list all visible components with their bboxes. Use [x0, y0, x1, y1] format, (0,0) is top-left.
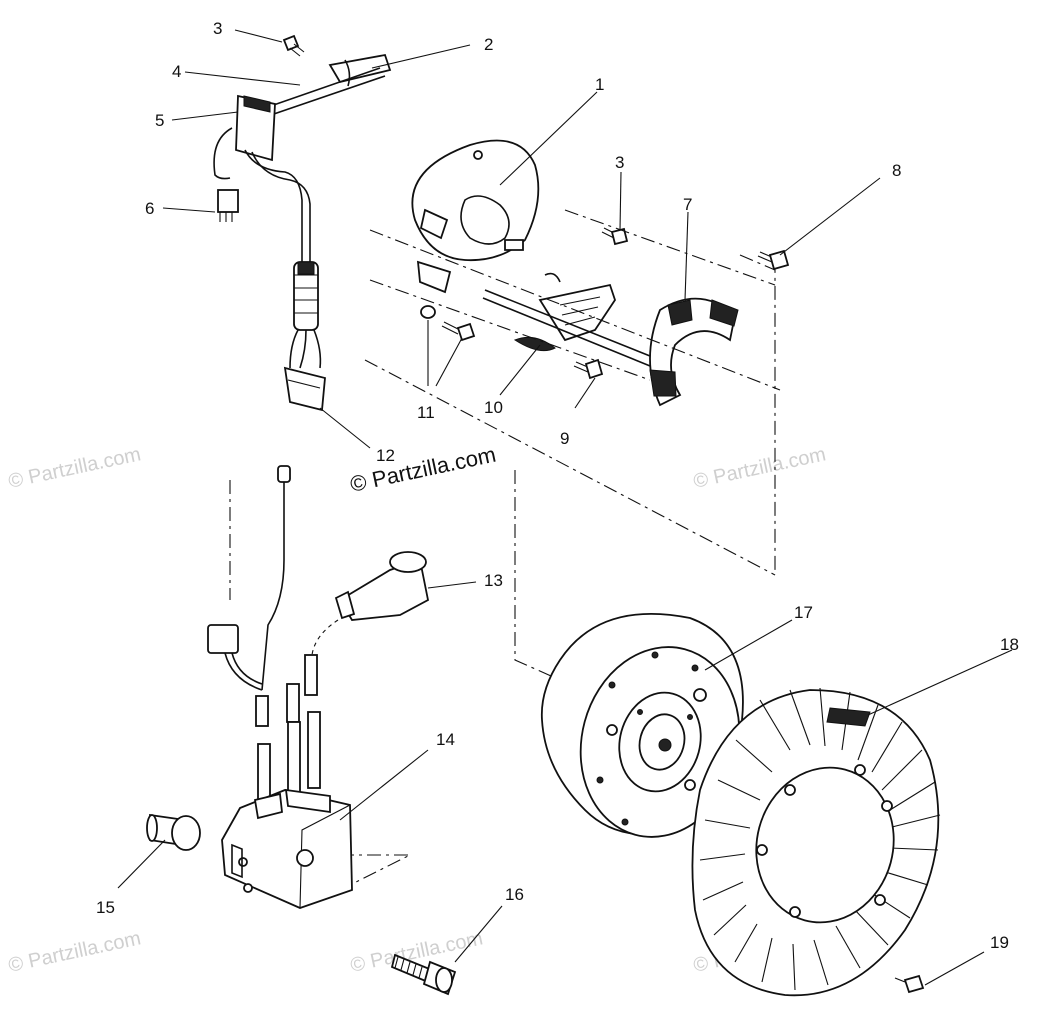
coil-connector: [207, 624, 263, 691]
cable-4: [264, 67, 381, 109]
terminal: [277, 465, 291, 483]
connector-block-12: [283, 329, 326, 412]
bolt-3-top: [282, 34, 305, 57]
screw-8: [757, 249, 790, 271]
cdi-box-14: [221, 788, 353, 909]
coil-10: [538, 283, 616, 342]
callout-17: 17: [794, 603, 813, 622]
watermark-center: © Partzilla.com: [348, 442, 498, 497]
callouts: 3 2 4 5 6 1 3 7 8 9 10 11 12 13 17 18 14…: [96, 19, 1019, 952]
bolt-16: [390, 953, 457, 996]
callout-15: 15: [96, 898, 115, 917]
watermark-bottom-left: © Partzilla.com: [6, 927, 142, 977]
screw-19: [894, 974, 925, 994]
bracket-2: [328, 53, 392, 84]
callout-5: 5: [155, 111, 164, 130]
callout-4: 4: [172, 62, 181, 81]
screw-11: [441, 321, 476, 342]
screw-9: [573, 358, 604, 380]
callout-7: 7: [683, 195, 692, 214]
callout-14: 14: [436, 730, 455, 749]
callout-3-mid: 3: [615, 153, 624, 172]
ht-leads: [255, 654, 321, 807]
callout-18: 18: [1000, 635, 1019, 654]
washer-11: [420, 305, 436, 319]
callout-13: 13: [484, 571, 503, 590]
stator-coil-7: [649, 297, 739, 407]
watermark-right: © Partzilla.com: [691, 443, 827, 493]
callout-19: 19: [990, 933, 1009, 952]
connector-6: [217, 189, 239, 222]
callout-12: 12: [376, 446, 395, 465]
callout-10: 10: [484, 398, 503, 417]
callout-8: 8: [892, 161, 901, 180]
bushing-15: [146, 813, 201, 851]
spark-plug-cap-13: [311, 551, 430, 656]
callout-2: 2: [484, 35, 493, 54]
callout-6: 6: [145, 199, 154, 218]
callout-9: 9: [560, 429, 569, 448]
watermark-left: © Partzilla.com: [6, 443, 142, 493]
wrapped-bundle: [293, 261, 319, 331]
callout-16: 16: [505, 885, 524, 904]
callout-1: 1: [595, 75, 604, 94]
leader-lines: [117, 29, 1013, 986]
stator-assembly: [411, 139, 790, 407]
wiring-harness: [213, 34, 392, 412]
ignition-coil-assembly: [146, 465, 457, 996]
callout-11: 11: [417, 403, 435, 422]
fan-18: [691, 687, 941, 997]
callout-3-top: 3: [213, 19, 222, 38]
